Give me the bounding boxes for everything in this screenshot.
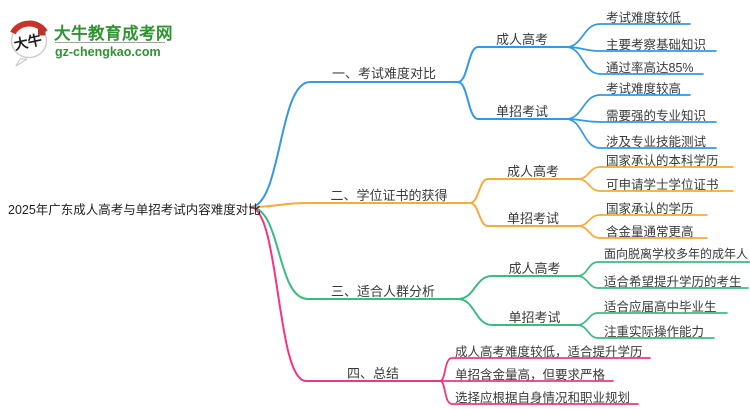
leaf-label: 考试难度较低: [606, 11, 682, 25]
leaf-label: 选择应根据自身情况和职业规划: [455, 391, 631, 405]
branch-label: 三、适合人群分析: [330, 284, 435, 299]
branch1-lines: [249, 23, 717, 208]
branch-label: 二、学位证书的获得: [330, 188, 448, 203]
logo-icon: 大牛: [10, 20, 48, 67]
leaf-label: 适合希望提升学历的考生: [604, 275, 742, 289]
leaf-label: 可申请学士学位证书: [606, 178, 719, 192]
group-label: 成人高考: [508, 261, 561, 276]
branch-label: 四、总结: [346, 366, 399, 381]
group-label: 单招考试: [506, 211, 559, 226]
leaf-label: 通过率高达85%: [606, 61, 694, 75]
leaf-label: 国家承认的学历: [606, 202, 694, 216]
site-logo[interactable]: 大牛 大牛教育成考网 gz-chengkao.com: [8, 16, 178, 68]
brand-domain: gz-chengkao.com: [55, 45, 161, 59]
leaf-label: 考试难度较高: [606, 82, 682, 96]
brand-divider: [55, 42, 165, 43]
branch2-lines: [249, 166, 734, 239]
group-label: 成人高考: [506, 164, 559, 179]
leaf-label: 主要考察基础知识: [606, 38, 707, 52]
root-topic: 2025年广东成人高考与单招考试内容难度对比: [8, 203, 261, 217]
leaf-label: 面向脱离学校多年的成年人: [604, 247, 749, 261]
logo-mark-text: 大牛: [12, 31, 43, 52]
leaf-label: 单招含金量高，但要求严格: [455, 368, 606, 382]
leaf-label: 成人高考难度较低，适合提升学历: [455, 345, 643, 359]
leaf-label: 适合应届高中毕业生: [604, 300, 717, 314]
brand-name: 大牛教育成考网: [54, 25, 173, 43]
branch3-lines: [249, 206, 750, 339]
group-label: 单招考试: [508, 310, 561, 325]
leaf-label: 需要强的专业知识: [606, 109, 707, 123]
leaf-label: 国家承认的本科学历: [606, 154, 719, 168]
branch-label: 一、考试难度对比: [331, 66, 436, 81]
group-label: 单招考试: [495, 104, 548, 119]
leaf-label: 涉及专业技能测试: [606, 135, 707, 149]
group-label: 成人高考: [495, 32, 548, 47]
leaf-label: 注重实际操作能力: [604, 325, 705, 339]
leaf-label: 含金量通常更高: [606, 225, 694, 239]
branch4-lines: [249, 206, 651, 405]
